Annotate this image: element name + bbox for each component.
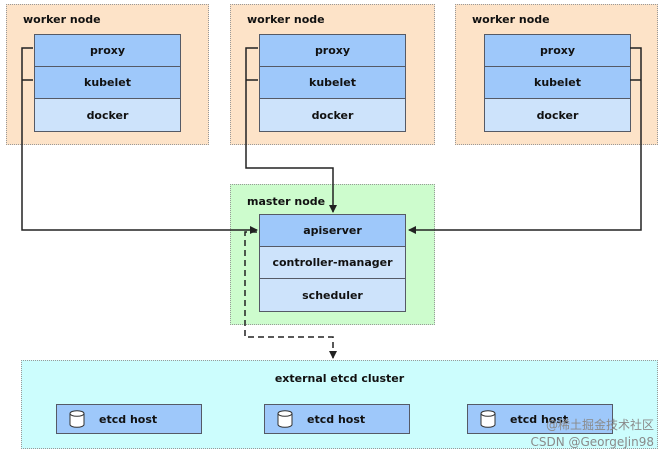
etcd-host-2-label: etcd host <box>307 412 366 426</box>
master-node: master node apiserver controller-manager… <box>230 184 435 325</box>
database-icon <box>69 410 85 428</box>
etcd-host-2: etcd host <box>264 404 410 434</box>
worker-node-2-components: proxy kubelet docker <box>259 34 406 132</box>
worker-node-3: worker node proxy kubelet docker <box>455 4 658 145</box>
master-controller-manager: controller-manager <box>260 247 405 279</box>
worker-2-docker: docker <box>260 99 405 131</box>
worker-2-kubelet: kubelet <box>260 67 405 99</box>
watermark-line-2: CSDN @GeorgeJin98 <box>530 435 654 449</box>
etcd-host-1-label: etcd host <box>99 412 158 426</box>
worker-2-proxy: proxy <box>260 35 405 67</box>
watermark-line-1: @稀土掘金技术社区 <box>545 418 654 432</box>
etcd-cluster: external etcd cluster etcd host etcd hos… <box>21 360 658 449</box>
worker-1-kubelet: kubelet <box>35 67 180 99</box>
worker-node-1-components: proxy kubelet docker <box>34 34 181 132</box>
master-node-title: master node <box>247 195 326 208</box>
worker-node-1-title: worker node <box>23 13 101 26</box>
master-apiserver: apiserver <box>260 215 405 247</box>
worker-3-docker: docker <box>485 99 630 131</box>
database-icon <box>480 410 496 428</box>
etcd-host-3: etcd host <box>467 404 613 434</box>
worker-node-3-title: worker node <box>472 13 550 26</box>
worker-1-proxy: proxy <box>35 35 180 67</box>
worker-node-2-title: worker node <box>247 13 325 26</box>
master-node-components: apiserver controller-manager scheduler <box>259 214 406 312</box>
etcd-host-3-label: etcd host <box>510 412 569 426</box>
worker-node-1: worker node proxy kubelet docker <box>6 4 209 145</box>
etcd-host-1: etcd host <box>56 404 202 434</box>
worker-3-proxy: proxy <box>485 35 630 67</box>
master-scheduler: scheduler <box>260 279 405 311</box>
etcd-cluster-title: external etcd cluster <box>274 372 405 385</box>
worker-3-kubelet: kubelet <box>485 67 630 99</box>
worker-node-3-components: proxy kubelet docker <box>484 34 631 132</box>
database-icon <box>277 410 293 428</box>
worker-1-docker: docker <box>35 99 180 131</box>
worker-node-2: worker node proxy kubelet docker <box>230 4 435 145</box>
